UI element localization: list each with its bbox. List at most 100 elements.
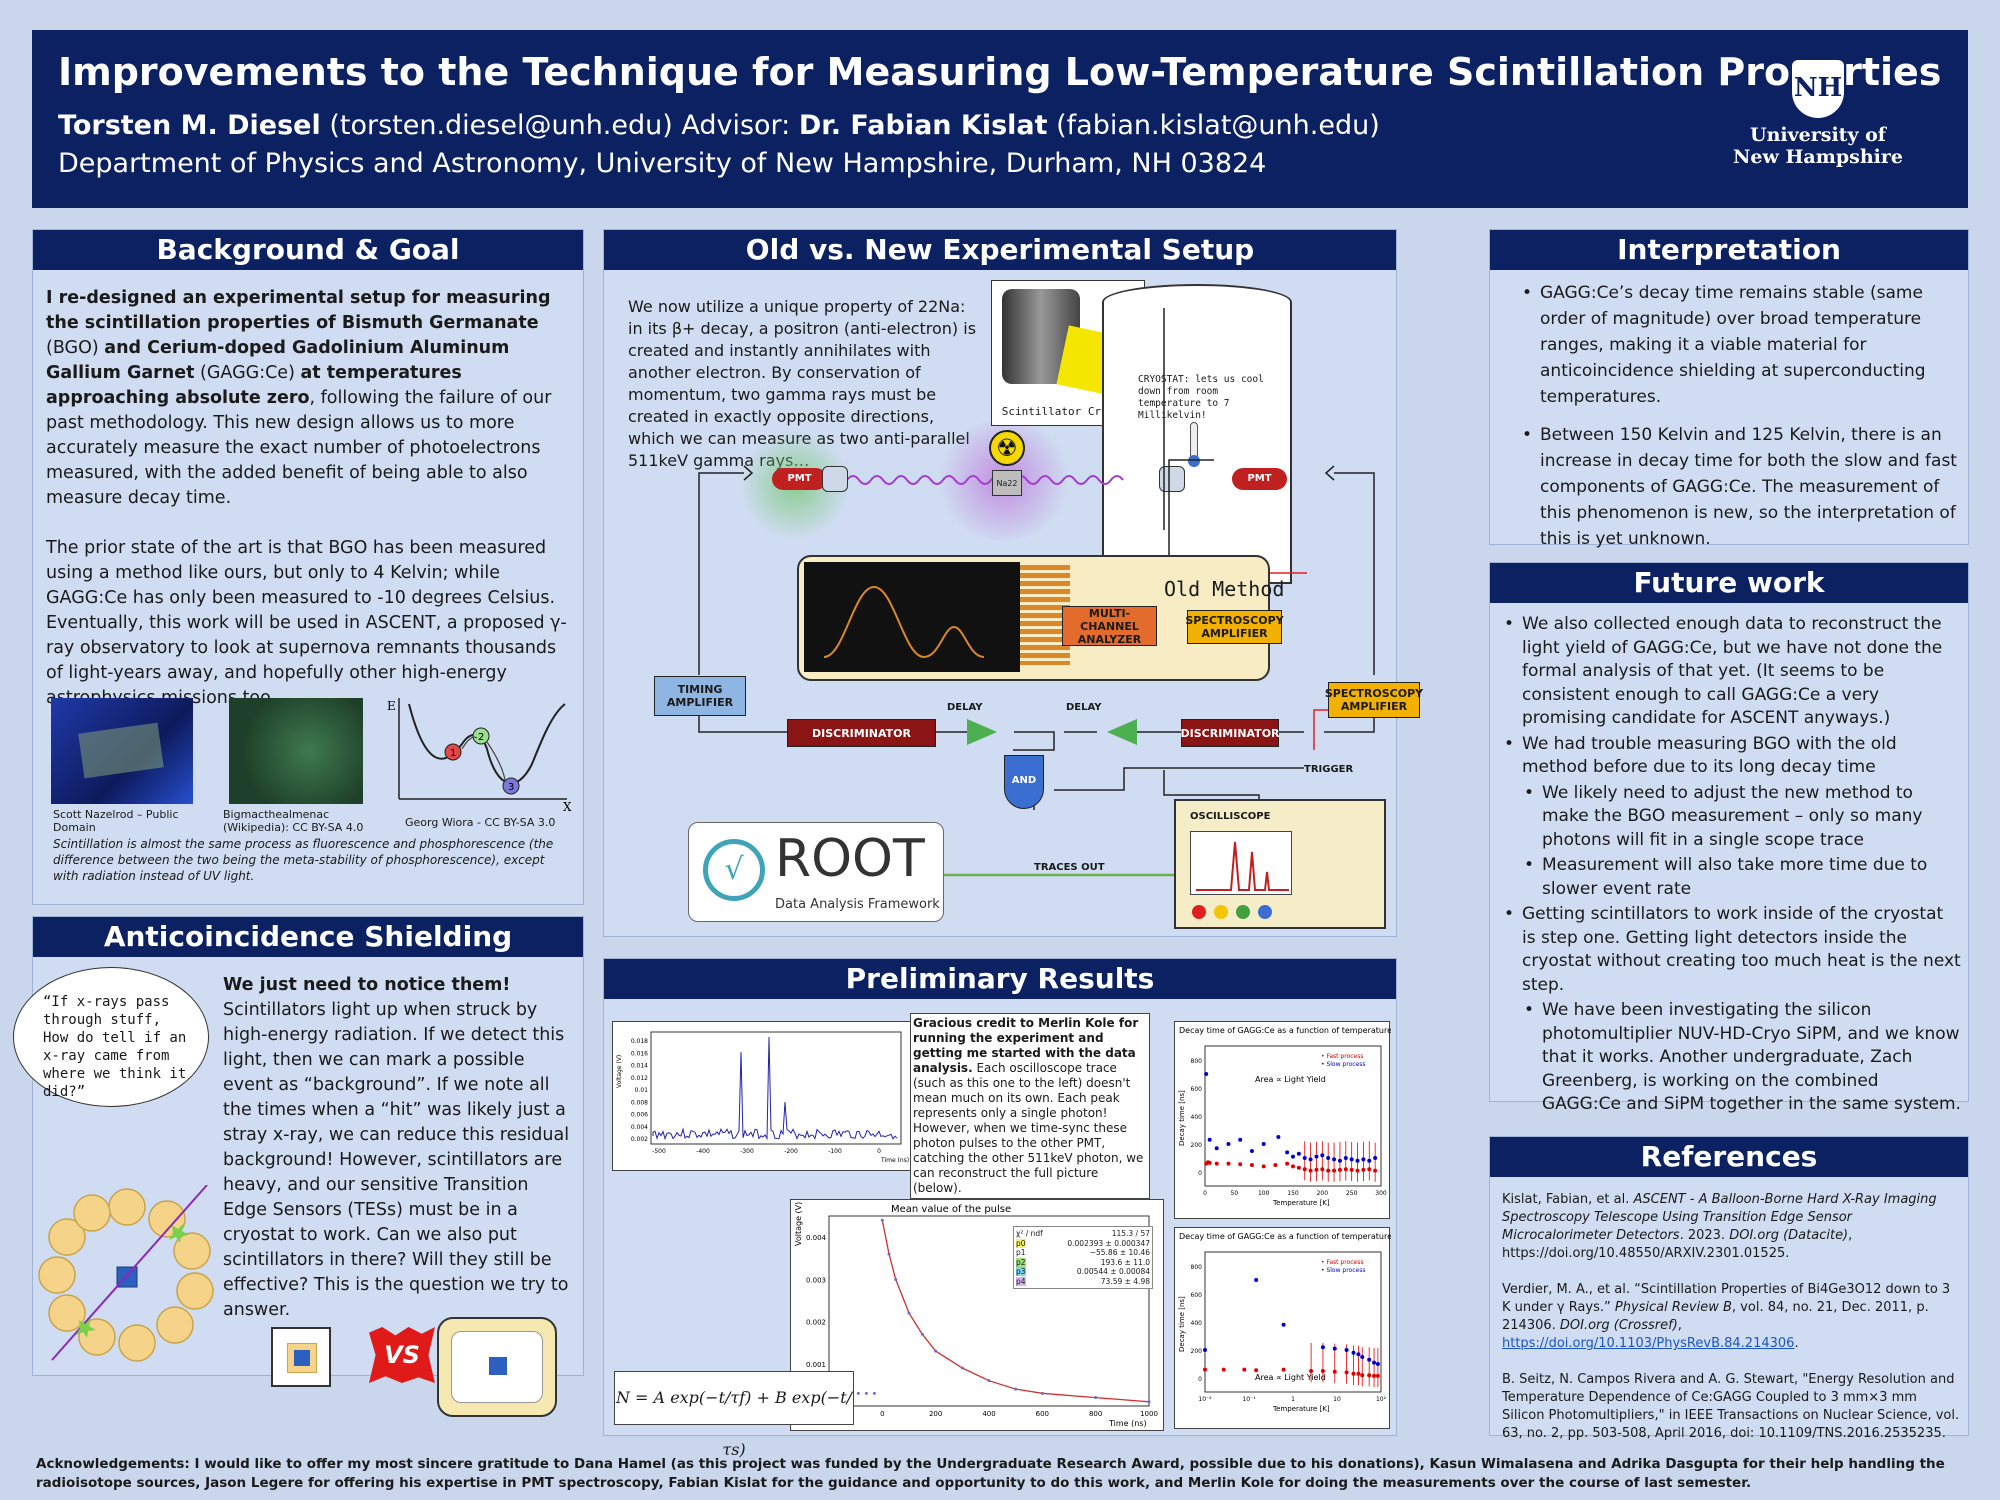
- pulse-point: [1094, 1396, 1098, 1400]
- pulse-xtick: 400: [982, 1410, 995, 1418]
- legend-fast: • Fast process: [1321, 1259, 1363, 1266]
- decay-point: [1314, 1154, 1319, 1159]
- decay-point: [1203, 1348, 1207, 1352]
- ref2-a: Verdier, M. A., et al. “Scintillation Pr…: [1502, 1282, 1951, 1315]
- pulse-ytick: 0.001: [806, 1361, 826, 1369]
- decay-point: [1326, 1168, 1331, 1173]
- decay-plot-linear: Decay time of GAGG:Ce as a function of t…: [1178, 1026, 1392, 1207]
- energy-axis-label: E: [387, 699, 396, 713]
- scope-knob-yellow[interactable]: [1214, 905, 1228, 919]
- decay-point: [1242, 1367, 1247, 1372]
- pulse-xtick: 600: [1036, 1410, 1049, 1418]
- decay-point: [1281, 1367, 1286, 1372]
- decay-xtick: 250: [1346, 1190, 1358, 1197]
- decay-point: [1221, 1367, 1226, 1372]
- decay-point: [1356, 1371, 1361, 1376]
- decay-annotation: Area ∝ Light Yield: [1255, 1075, 1326, 1084]
- state-2-label: 2: [478, 732, 484, 743]
- background-text: I re-designed an experimental setup for …: [46, 286, 574, 711]
- decay-xlabel: Temperature [K]: [1272, 1405, 1330, 1413]
- results-heading: Preliminary Results: [604, 959, 1396, 999]
- fit-param: p4: [1016, 1276, 1026, 1286]
- decay-point: [1332, 1168, 1337, 1173]
- pulse-ytick: 0.003: [806, 1276, 826, 1284]
- decay-point: [1367, 1357, 1372, 1362]
- trace-xtick: -300: [740, 1148, 754, 1155]
- decay-point: [1204, 1072, 1209, 1076]
- traces-out-label: TRACES OUT: [1034, 862, 1105, 873]
- unh-shield-icon: NH: [1792, 60, 1844, 118]
- future-item: We also collected enough data to reconst…: [1502, 613, 1962, 731]
- ref1-c: . 2023.: [1679, 1228, 1730, 1243]
- decay-point: [1373, 1156, 1378, 1160]
- fit-param: p2: [1016, 1257, 1026, 1267]
- decay-point: [1355, 1158, 1360, 1163]
- decay-title: Decay time of GAGG:Ce as a function of t…: [1179, 1232, 1391, 1241]
- decay-plot-log: Decay time of GAGG:Ce as a function of t…: [1178, 1232, 1392, 1413]
- decay-point: [1207, 1160, 1212, 1165]
- ref2-f: .: [1794, 1336, 1799, 1351]
- future-heading: Future work: [1490, 563, 1968, 603]
- pulse-title: Mean value of the pulse: [891, 1204, 1011, 1215]
- decay-point: [1249, 1149, 1254, 1153]
- credit-body: Each oscilloscope trace (such as this on…: [913, 1061, 1144, 1195]
- pulse-ytick: 0.004: [806, 1234, 827, 1242]
- decay-frame: [1204, 1251, 1382, 1393]
- ref1-a: Kislat, Fabian, et al.: [1502, 1192, 1634, 1207]
- left-pmt: PMT: [772, 468, 827, 490]
- decay-point: [1276, 1135, 1281, 1139]
- decay-point: [1285, 1161, 1290, 1166]
- scope-knob-green[interactable]: [1236, 905, 1250, 919]
- decay-point: [1320, 1345, 1325, 1350]
- decay-chart-log: Decay time of GAGG:Ce as a function of t…: [1174, 1227, 1392, 1429]
- pulse-point: [907, 1311, 911, 1315]
- fit-param: p1: [1016, 1248, 1026, 1257]
- root-subtitle: Data Analysis Framework: [775, 897, 940, 912]
- decay-xtick: 10⁻²: [1198, 1396, 1212, 1403]
- delay-left-icon: [967, 719, 997, 745]
- ref2-doi-link[interactable]: https://doi.org/10.1103/PhysRevB.84.2143…: [1502, 1336, 1795, 1351]
- decay-ytick: 200: [1191, 1348, 1203, 1355]
- pulse-frame: [828, 1215, 1150, 1407]
- decay-point: [1308, 1157, 1313, 1162]
- scope-knob-red[interactable]: [1192, 905, 1206, 919]
- ref1-b: ASCENT - A Balloon-Borne Hard X-Ray Imag…: [1502, 1192, 1937, 1243]
- interpretation-list: GAGG:Ce’s decay time remains stable (sam…: [1520, 280, 1960, 554]
- trace-frame: [650, 1031, 902, 1145]
- diagram-credit: Georg Wiora - CC BY-SA 3.0: [405, 816, 556, 829]
- radiation-icon: ☢: [989, 430, 1025, 466]
- gamma-beam: [798, 475, 1124, 485]
- pulse-baseline-point: [864, 1391, 868, 1395]
- decay-ylabel: Decay time [ns]: [1178, 1090, 1186, 1146]
- fit-value: 193.6 ± 11.0: [1100, 1257, 1150, 1267]
- interpretation-heading: Interpretation: [1490, 230, 1968, 270]
- trace-xtick: -500: [652, 1148, 666, 1155]
- fit-value: 0.00544 ± 0.00084: [1076, 1267, 1150, 1276]
- photo-credit-1: Scott Nazelrod – Public Domain: [53, 808, 179, 834]
- scope-knob-blue[interactable]: [1258, 905, 1272, 919]
- decay-ytick: 800: [1191, 1264, 1203, 1271]
- decay-point: [1356, 1352, 1361, 1357]
- author-name: Torsten M. Diesel: [58, 110, 321, 141]
- trace-ylabel: Voltage (V): [616, 1055, 623, 1088]
- bg-p1-b: (BGO): [46, 338, 105, 358]
- decay-point: [1238, 1162, 1243, 1167]
- state-3-label: 3: [508, 782, 514, 793]
- trace-ytick: 0.012: [631, 1075, 648, 1082]
- decay-point: [1332, 1157, 1337, 1162]
- pulse-xtick: 1000: [1140, 1410, 1158, 1418]
- decay-point: [1320, 1369, 1325, 1373]
- poster-title: Improvements to the Technique for Measur…: [58, 50, 1942, 94]
- oscilloscope: OSCILLISCOPE: [1174, 799, 1386, 929]
- decay-point: [1226, 1161, 1231, 1166]
- decay-xtick: 10²: [1376, 1396, 1387, 1403]
- decay-xtick: 50: [1231, 1190, 1239, 1197]
- pulse-point: [894, 1277, 898, 1281]
- delay-right-label: DELAY: [1066, 702, 1102, 713]
- decay-frame: [1204, 1045, 1382, 1187]
- decay-ylabel: Decay time [ns]: [1178, 1296, 1186, 1352]
- decay-point: [1326, 1156, 1331, 1160]
